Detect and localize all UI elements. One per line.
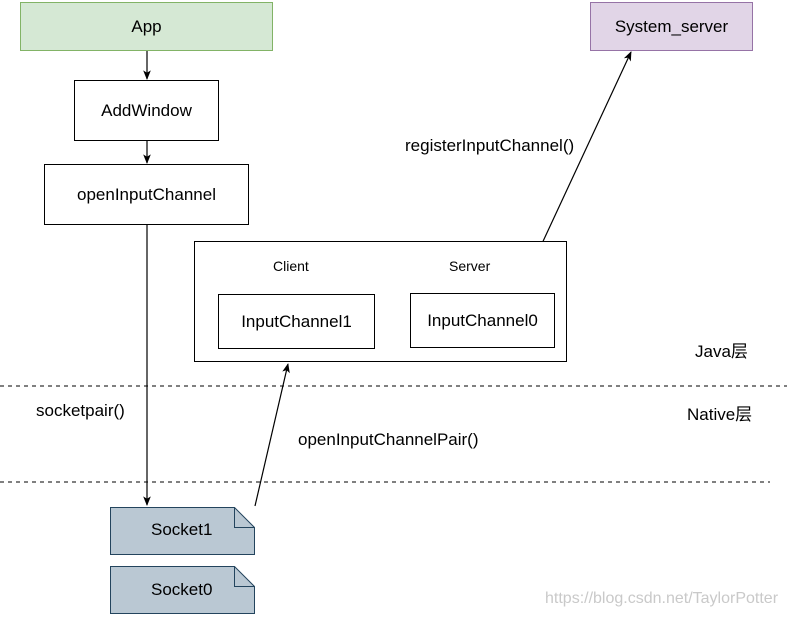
socket0-label: Socket0 [151,580,213,599]
addwindow-node: AddWindow [74,80,219,141]
socketpair-label: socketpair() [36,401,125,420]
socket1-fold [234,507,255,528]
inputchannel0-node: InputChannel0 [410,293,555,348]
inputchannel1-node: InputChannel1 [218,294,375,349]
system-server-node: System_server [590,2,753,51]
register-input-channel-label: registerInputChannel() [405,136,575,156]
openinputchannel-node: openInputChannel [44,164,249,225]
socket0-shape [110,566,255,614]
open-input-channel-pair-label: openInputChannelPair() [298,430,479,449]
server-label: Server [449,258,491,274]
openinputchannel-node-label: openInputChannel [77,184,216,204]
app-node: App [20,2,273,51]
socket1-label: Socket1 [151,520,213,539]
client-label: Client [273,258,309,274]
inputchannel1-node-label: InputChannel1 [241,311,352,331]
arrow-socket1-to-inputchannel1 [254,363,290,507]
addwindow-node-label: AddWindow [101,100,192,120]
inputchannel0-node-label: InputChannel0 [427,310,538,330]
native-layer-label: Native层 [687,405,753,424]
socket1-shape [110,507,255,555]
app-node-label: App [131,16,162,36]
java-layer-label: Java层 [695,342,748,361]
watermark: https://blog.csdn.net/TaylorPotter [545,590,779,607]
system-server-node-label: System_server [614,16,729,36]
socket0-fold [234,566,255,587]
